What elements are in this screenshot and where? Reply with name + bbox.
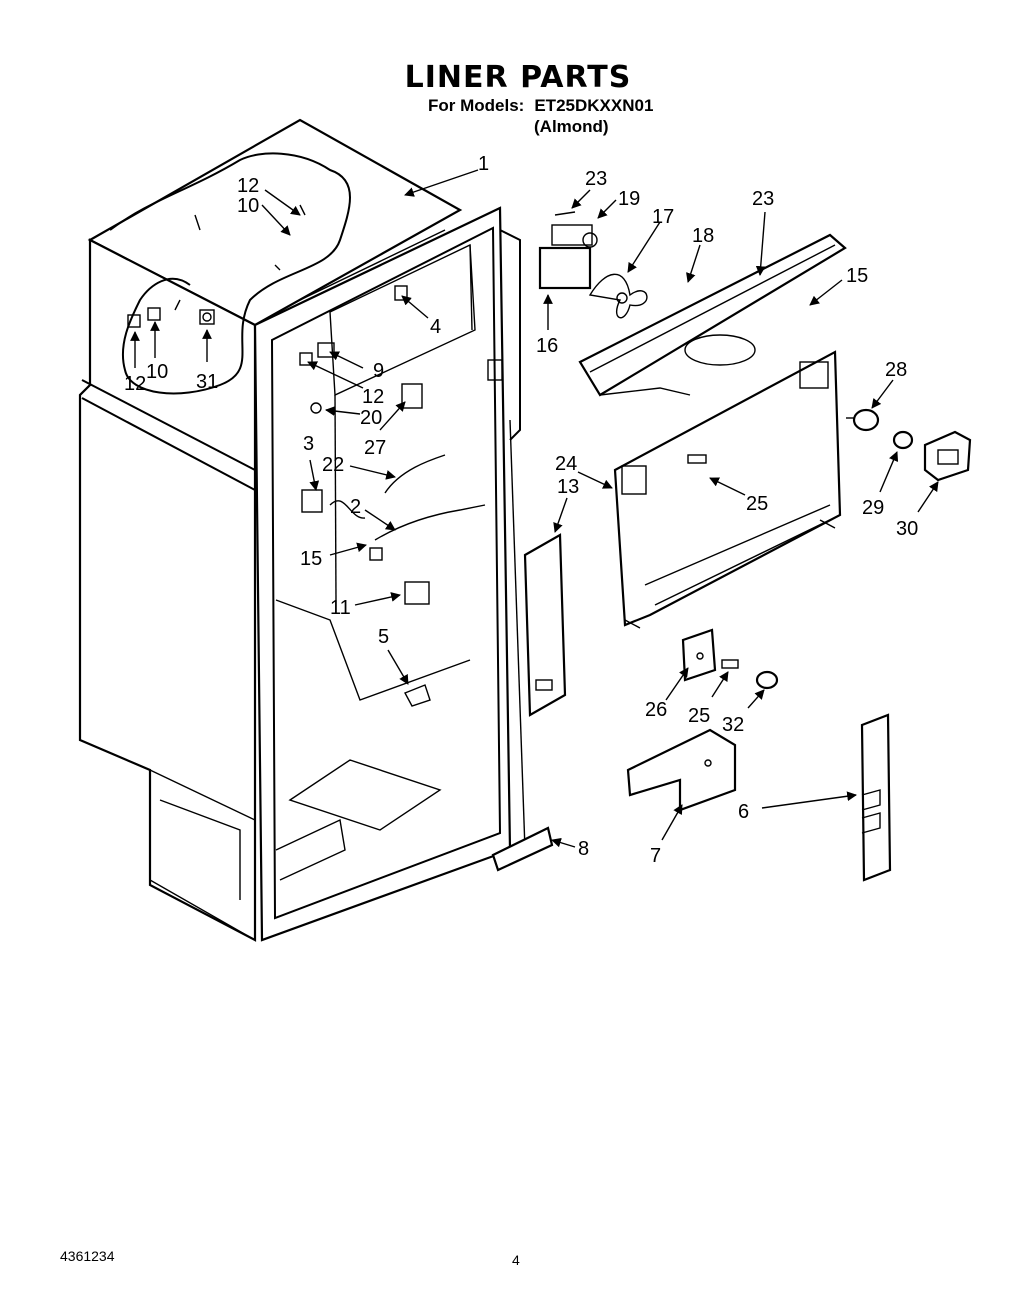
part-23-grille [578, 233, 847, 397]
light-assembly [846, 408, 972, 482]
callout-17: 17 [652, 206, 674, 228]
callout-25-lower: 25 [688, 705, 710, 727]
callout-15-interior: 15 [300, 548, 322, 570]
callout-15-right: 15 [846, 265, 868, 287]
callout-11: 11 [330, 597, 351, 619]
fan-motor-assembly [538, 211, 648, 319]
cabinet-liner [78, 118, 526, 942]
callout-2: 2 [350, 496, 361, 518]
callout-6: 6 [738, 801, 749, 823]
callout-27: 27 [364, 437, 386, 459]
callout-1: 1 [478, 153, 489, 175]
lower-panel-parts [681, 454, 779, 690]
callout-7: 7 [650, 845, 661, 867]
callout-24: 24 [555, 453, 577, 475]
model-color: (Almond) [534, 117, 609, 136]
leader-lines [130, 169, 939, 848]
callout-12-top: 12 [237, 175, 259, 197]
callout-31: 31 [196, 371, 218, 393]
part-13-strip [523, 533, 567, 717]
callout-9: 9 [373, 360, 384, 382]
callout-13: 13 [557, 476, 579, 498]
callout-23: 23 [752, 188, 774, 210]
callout-30: 30 [896, 518, 918, 540]
callout-22: 22 [322, 454, 344, 476]
callout-12-side: 12 [124, 373, 146, 395]
callout-32: 32 [722, 714, 744, 736]
page-number: 4 [512, 1252, 520, 1268]
callout-19: 19 [618, 188, 640, 210]
callout-25-upper: 25 [746, 493, 768, 515]
callout-3: 3 [303, 433, 314, 455]
models-label: For Models: [428, 96, 525, 115]
callout-28: 28 [885, 359, 907, 381]
document-number: 4361234 [60, 1248, 115, 1264]
callout-8: 8 [578, 838, 589, 860]
model-number: ET25DKXXN01 [534, 96, 654, 115]
callout-18: 18 [692, 225, 714, 247]
page-title: LINER PARTS [404, 60, 632, 95]
callout-4: 4 [430, 316, 441, 338]
part-24-panel [613, 350, 842, 629]
part-7-baffle [626, 728, 737, 812]
callout-20: 20 [360, 407, 382, 429]
callout-5: 5 [378, 626, 389, 648]
callout-29: 29 [862, 497, 884, 519]
callout-labels: 1 12 10 12 10 31 4 9 12 20 27 22 3 2 15 … [124, 153, 918, 867]
callout-10-side: 10 [146, 361, 168, 383]
part-6-insulation [860, 713, 892, 882]
models-line: For Models: ET25DKXXN01 [428, 96, 653, 116]
callout-16: 16 [536, 335, 558, 357]
callout-10-top: 10 [237, 195, 259, 217]
callout-21: 23 [585, 168, 607, 190]
callout-12-interior: 12 [362, 386, 384, 408]
interior-parts [299, 285, 486, 707]
callout-26: 26 [645, 699, 667, 721]
